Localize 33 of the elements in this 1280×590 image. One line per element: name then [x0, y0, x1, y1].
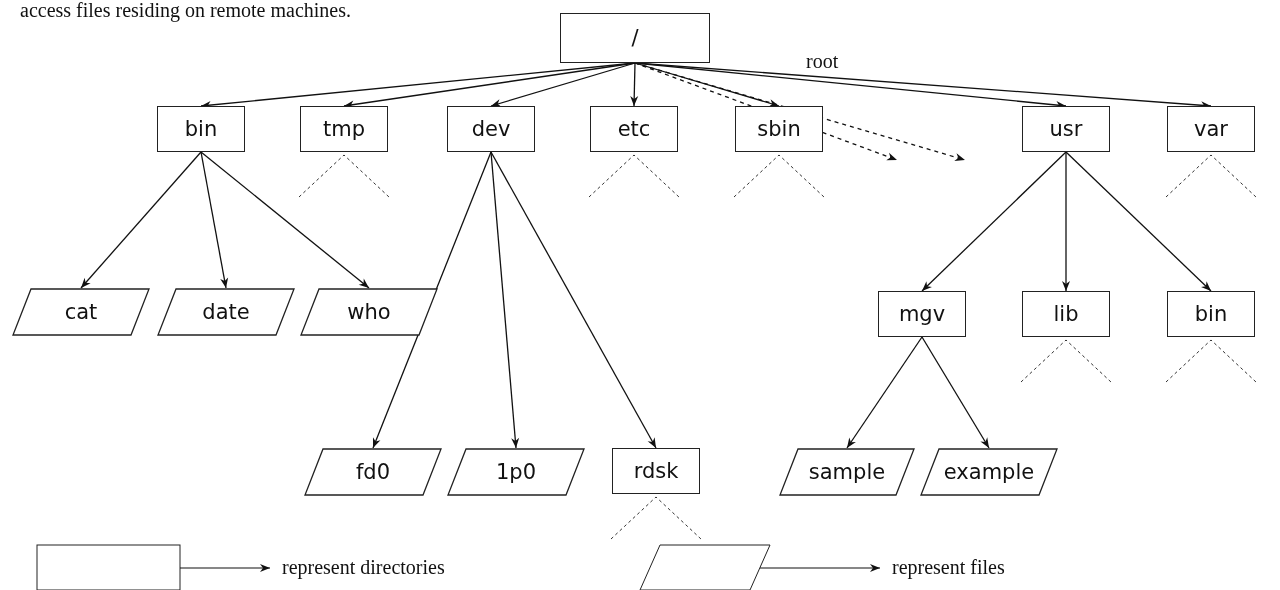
arrow	[200, 151, 229, 289]
directory-box: usr	[1022, 106, 1110, 152]
directory-box: etc	[590, 106, 678, 152]
directory-box: bin	[157, 106, 245, 152]
arrow	[921, 151, 1067, 292]
arrow	[200, 151, 370, 289]
directory-box: rdsk	[612, 448, 700, 494]
arrow	[490, 62, 636, 107]
file-parallelogram: date	[157, 288, 295, 336]
file-parallelogram: cat	[12, 288, 150, 336]
arrow	[846, 336, 923, 449]
arrow	[80, 151, 202, 289]
legend-text: represent files	[892, 556, 1005, 578]
arrow	[921, 336, 990, 449]
directory-box: mgv	[878, 291, 966, 337]
directory-box: sbin	[735, 106, 823, 152]
file-parallelogram: who	[300, 288, 438, 336]
arrow	[490, 151, 520, 449]
arrow	[630, 62, 639, 107]
arrow	[1065, 151, 1212, 292]
directory-box: /	[560, 13, 710, 63]
directory-box: tmp	[300, 106, 388, 152]
file-parallelogram: fd0	[304, 448, 442, 496]
file-parallelogram: example	[920, 448, 1058, 496]
arrow	[1062, 151, 1070, 292]
directory-box: lib	[1022, 291, 1110, 337]
file-parallelogram: sample	[779, 448, 915, 496]
arrow	[490, 151, 657, 449]
body-text: access files residing on remote machines.	[20, 0, 351, 21]
file-parallelogram: 1p0	[447, 448, 585, 496]
directory-box: bin	[1167, 291, 1255, 337]
directory-box: var	[1167, 106, 1255, 152]
directory-box: dev	[447, 106, 535, 152]
